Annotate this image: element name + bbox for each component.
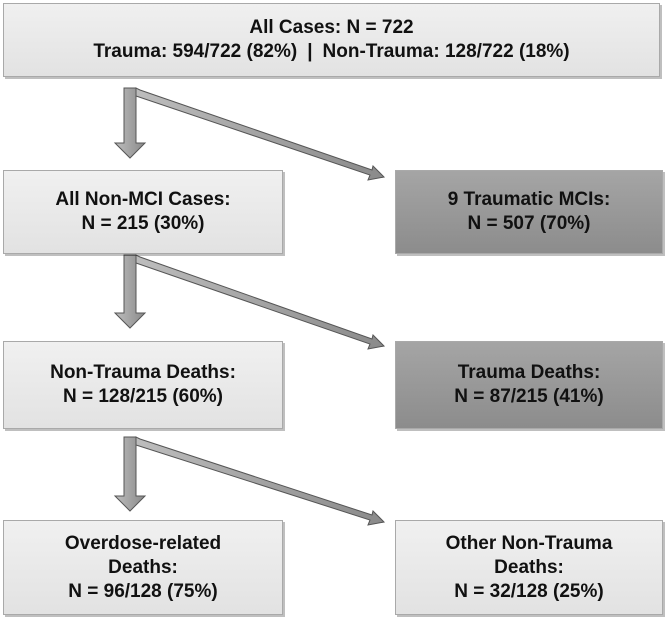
all-cases-title: All Cases: N = 722: [249, 17, 414, 38]
overdose-deaths-count: N = 96/128 (75%): [68, 580, 218, 602]
non-trauma-count: Non-Trauma: 128/722 (18%): [322, 41, 570, 62]
other-non-trauma-deaths-box: Other Non-Trauma Deaths: N = 32/128 (25%…: [395, 520, 663, 615]
non-mci-box: All Non-MCI Cases: N = 215 (30%): [3, 170, 283, 254]
non-mci-label: All Non-MCI Cases:: [55, 189, 231, 210]
other-non-trauma-label-1: Other Non-Trauma: [445, 532, 613, 554]
breakdown-separator: |: [307, 41, 313, 62]
other-non-trauma-count: N = 32/128 (25%): [454, 580, 604, 602]
trauma-deaths-label: Trauma Deaths:: [457, 362, 601, 383]
arrow-diagonal-to-other: [135, 436, 386, 526]
non-mci-count: N = 215 (30%): [81, 213, 205, 234]
traumatic-mci-label: 9 Traumatic MCIs:: [447, 189, 611, 210]
all-cases-box: All Cases: N = 722 Trauma: 594/722 (82%)…: [3, 3, 660, 77]
overdose-deaths-label-2: Deaths:: [108, 556, 178, 578]
overdose-deaths-label-1: Overdose-related: [64, 532, 222, 554]
arrow-down-to-non-trauma: [113, 254, 147, 329]
non-trauma-deaths-count: N = 128/215 (60%): [62, 386, 223, 407]
arrow-diagonal-to-mci: [135, 87, 386, 181]
traumatic-mci-count: N = 507 (70%): [467, 213, 591, 234]
trauma-deaths-box: Trauma Deaths: N = 87/215 (41%): [395, 341, 663, 429]
other-non-trauma-label-2: Deaths:: [494, 556, 564, 578]
arrow-down-to-overdose: [113, 436, 147, 512]
trauma-count: Trauma: 594/722 (82%): [93, 41, 298, 62]
overdose-deaths-box: Overdose-related Deaths: N = 96/128 (75%…: [3, 520, 283, 615]
arrow-down-to-non-mci: [113, 87, 147, 159]
all-cases-breakdown: Trauma: 594/722 (82%) | Non-Trauma: 128/72…: [93, 40, 569, 64]
non-trauma-deaths-box: Non-Trauma Deaths: N = 128/215 (60%): [3, 341, 283, 429]
trauma-deaths-count: N = 87/215 (41%): [454, 386, 604, 407]
traumatic-mci-box: 9 Traumatic MCIs: N = 507 (70%): [395, 170, 663, 254]
arrow-diagonal-to-trauma: [135, 254, 386, 350]
non-trauma-deaths-label: Non-Trauma Deaths:: [50, 362, 236, 383]
